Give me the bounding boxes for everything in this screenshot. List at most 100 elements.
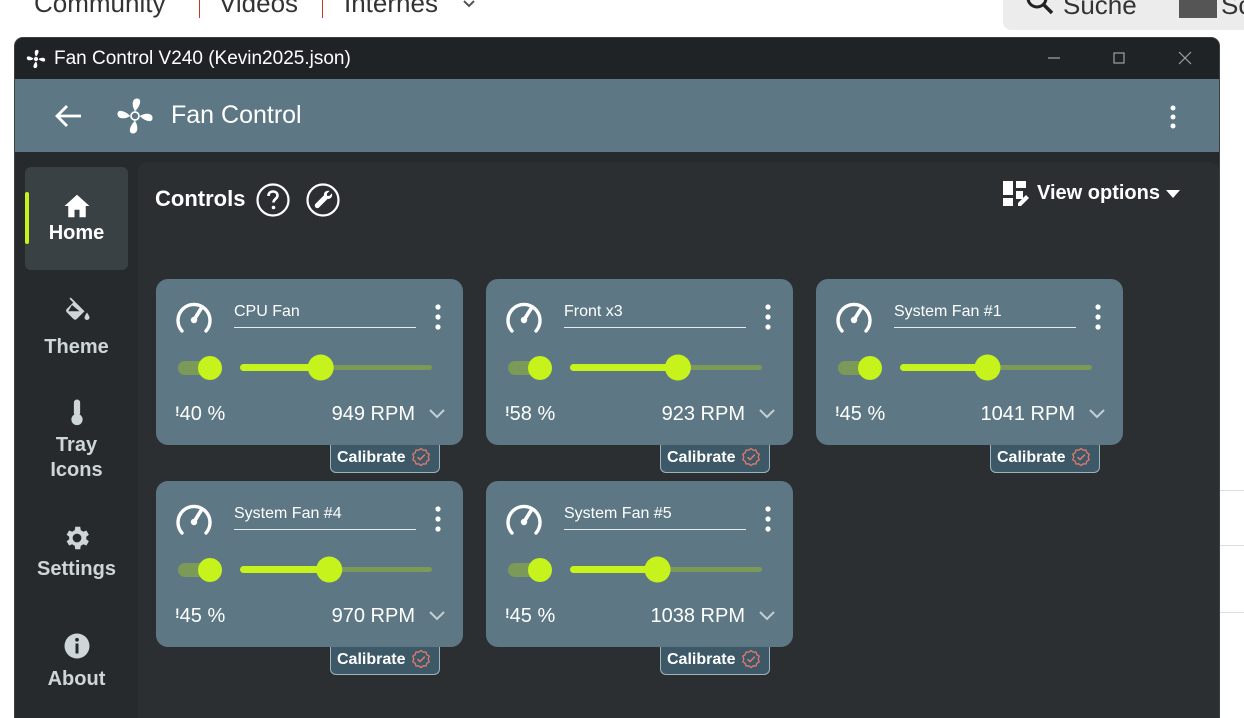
percent-readout: !58 % <box>505 403 556 425</box>
minimize-icon[interactable] <box>1042 46 1066 70</box>
chevron-down-icon[interactable] <box>758 609 776 623</box>
fan-name-field[interactable]: Front x3 <box>564 303 746 328</box>
slider-thumb <box>644 556 671 583</box>
back-arrow-icon[interactable] <box>53 103 83 129</box>
calibrate-button[interactable]: Calibrate <box>330 647 440 675</box>
title-bar: Fan Control V240 (Kevin2025.json) <box>15 38 1219 79</box>
verified-badge-icon <box>412 447 430 467</box>
paint-bucket-icon <box>65 297 89 320</box>
calibrate-button[interactable]: Calibrate <box>990 445 1100 473</box>
active-indicator <box>25 192 29 244</box>
wrench-icon[interactable] <box>305 182 341 218</box>
speed-slider[interactable] <box>570 555 762 585</box>
calibrate-label: Calibrate <box>667 651 736 668</box>
gear-icon <box>66 526 89 550</box>
rpm-readout: 949 RPM <box>331 403 415 425</box>
sidebar-item-label: About <box>47 668 106 690</box>
bg-search-label: Suche <box>1063 0 1137 20</box>
fan-control-window: Fan Control V240 (Kevin2025.json) Fan Co… <box>15 38 1219 718</box>
fan-control-card: CPU Fan !40 % 949 RPM <box>156 279 463 445</box>
verified-badge-icon <box>742 447 760 467</box>
slider-fill <box>240 364 321 371</box>
verified-badge-icon <box>1072 447 1090 467</box>
slider-thumb <box>974 354 1001 381</box>
page-title: Controls <box>155 186 246 211</box>
avatar[interactable] <box>1179 0 1217 18</box>
app-title: Fan Control <box>171 101 302 129</box>
speed-slider[interactable] <box>240 555 432 585</box>
enable-toggle[interactable] <box>508 355 554 381</box>
fan-control-card: System Fan #1 !45 % 1041 RPM <box>816 279 1123 445</box>
calibrate-label: Calibrate <box>997 449 1066 466</box>
speed-slider[interactable] <box>570 353 762 383</box>
speedometer-icon <box>836 302 872 333</box>
sidebar: Home Theme Tray Icons Settings About <box>15 152 137 718</box>
fan-icon <box>26 49 46 69</box>
more-vert-icon[interactable] <box>760 303 776 331</box>
maximize-icon[interactable] <box>1107 46 1131 70</box>
more-vert-icon[interactable] <box>430 303 446 331</box>
slider-fill <box>240 566 330 573</box>
more-vert-icon[interactable] <box>430 505 446 533</box>
fan-logo-icon <box>117 98 153 134</box>
chevron-down-icon[interactable] <box>1088 407 1106 421</box>
sidebar-item-label-line2: Icons <box>50 459 103 481</box>
speedometer-icon <box>176 504 212 535</box>
calibrate-label: Calibrate <box>337 449 406 466</box>
bg-nav-internes[interactable]: Internes <box>344 0 438 18</box>
sidebar-item-settings[interactable]: Settings <box>25 517 128 607</box>
sidebar-item-label: Theme <box>44 336 109 358</box>
calibrate-button[interactable]: Calibrate <box>660 647 770 675</box>
thermometer-icon <box>70 399 83 426</box>
chevron-down-icon[interactable] <box>428 609 446 623</box>
fan-name-field[interactable]: CPU Fan <box>234 303 416 328</box>
enable-toggle[interactable] <box>508 557 554 583</box>
search-icon <box>1026 0 1054 15</box>
sidebar-item-theme[interactable]: Theme <box>25 287 128 377</box>
verified-badge-icon <box>742 649 760 669</box>
speedometer-icon <box>176 302 212 333</box>
calibrate-button[interactable]: Calibrate <box>660 445 770 473</box>
chevron-down-icon[interactable] <box>428 407 446 421</box>
chevron-down-icon[interactable] <box>758 407 776 421</box>
view-options-button[interactable]: View options <box>1000 178 1190 210</box>
fan-control-card: System Fan #5 !45 % 1038 RPM <box>486 481 793 647</box>
dashboard-edit-icon <box>1003 181 1029 206</box>
enable-toggle[interactable] <box>178 557 224 583</box>
sidebar-item-about[interactable]: About <box>25 627 128 717</box>
bg-nav-community[interactable]: Community <box>34 0 166 18</box>
bg-divider <box>1214 612 1244 613</box>
speedometer-icon <box>506 302 542 333</box>
more-vert-icon[interactable] <box>1163 104 1183 130</box>
view-options-label: View options <box>1037 182 1160 204</box>
bg-nav-videos[interactable]: Videos <box>219 0 299 18</box>
fan-name-field[interactable]: System Fan #5 <box>564 505 746 530</box>
controls-panel: Controls View options CPU Fan !40 % 94 <box>138 162 1219 718</box>
percent-readout: !45 % <box>175 605 226 627</box>
enable-toggle[interactable] <box>178 355 224 381</box>
speedometer-icon <box>506 504 542 535</box>
help-icon[interactable] <box>255 182 291 218</box>
slider-thumb <box>316 556 343 583</box>
fan-name-field[interactable]: System Fan #1 <box>894 303 1076 328</box>
dropdown-arrow-icon <box>1166 190 1180 198</box>
info-icon <box>64 633 89 659</box>
more-vert-icon[interactable] <box>760 505 776 533</box>
speed-slider[interactable] <box>900 353 1092 383</box>
window-title: Fan Control V240 (Kevin2025.json) <box>54 48 351 69</box>
slider-thumb <box>664 354 691 381</box>
sidebar-item-home[interactable]: Home <box>25 167 128 270</box>
close-icon[interactable] <box>1173 46 1197 70</box>
sidebar-item-tray-icons[interactable]: Tray Icons <box>25 395 128 495</box>
fan-name-field[interactable]: System Fan #4 <box>234 505 416 530</box>
calibrate-button[interactable]: Calibrate <box>330 445 440 473</box>
sidebar-item-label: Settings <box>37 558 116 580</box>
percent-readout: !45 % <box>505 605 556 627</box>
more-vert-icon[interactable] <box>1090 303 1106 331</box>
enable-toggle[interactable] <box>838 355 884 381</box>
background-search-button[interactable]: Suche Sc <box>1003 0 1244 30</box>
percent-readout: !45 % <box>835 403 886 425</box>
speed-slider[interactable] <box>240 353 432 383</box>
rpm-readout: 1041 RPM <box>980 403 1076 425</box>
bg-divider <box>1214 545 1244 546</box>
